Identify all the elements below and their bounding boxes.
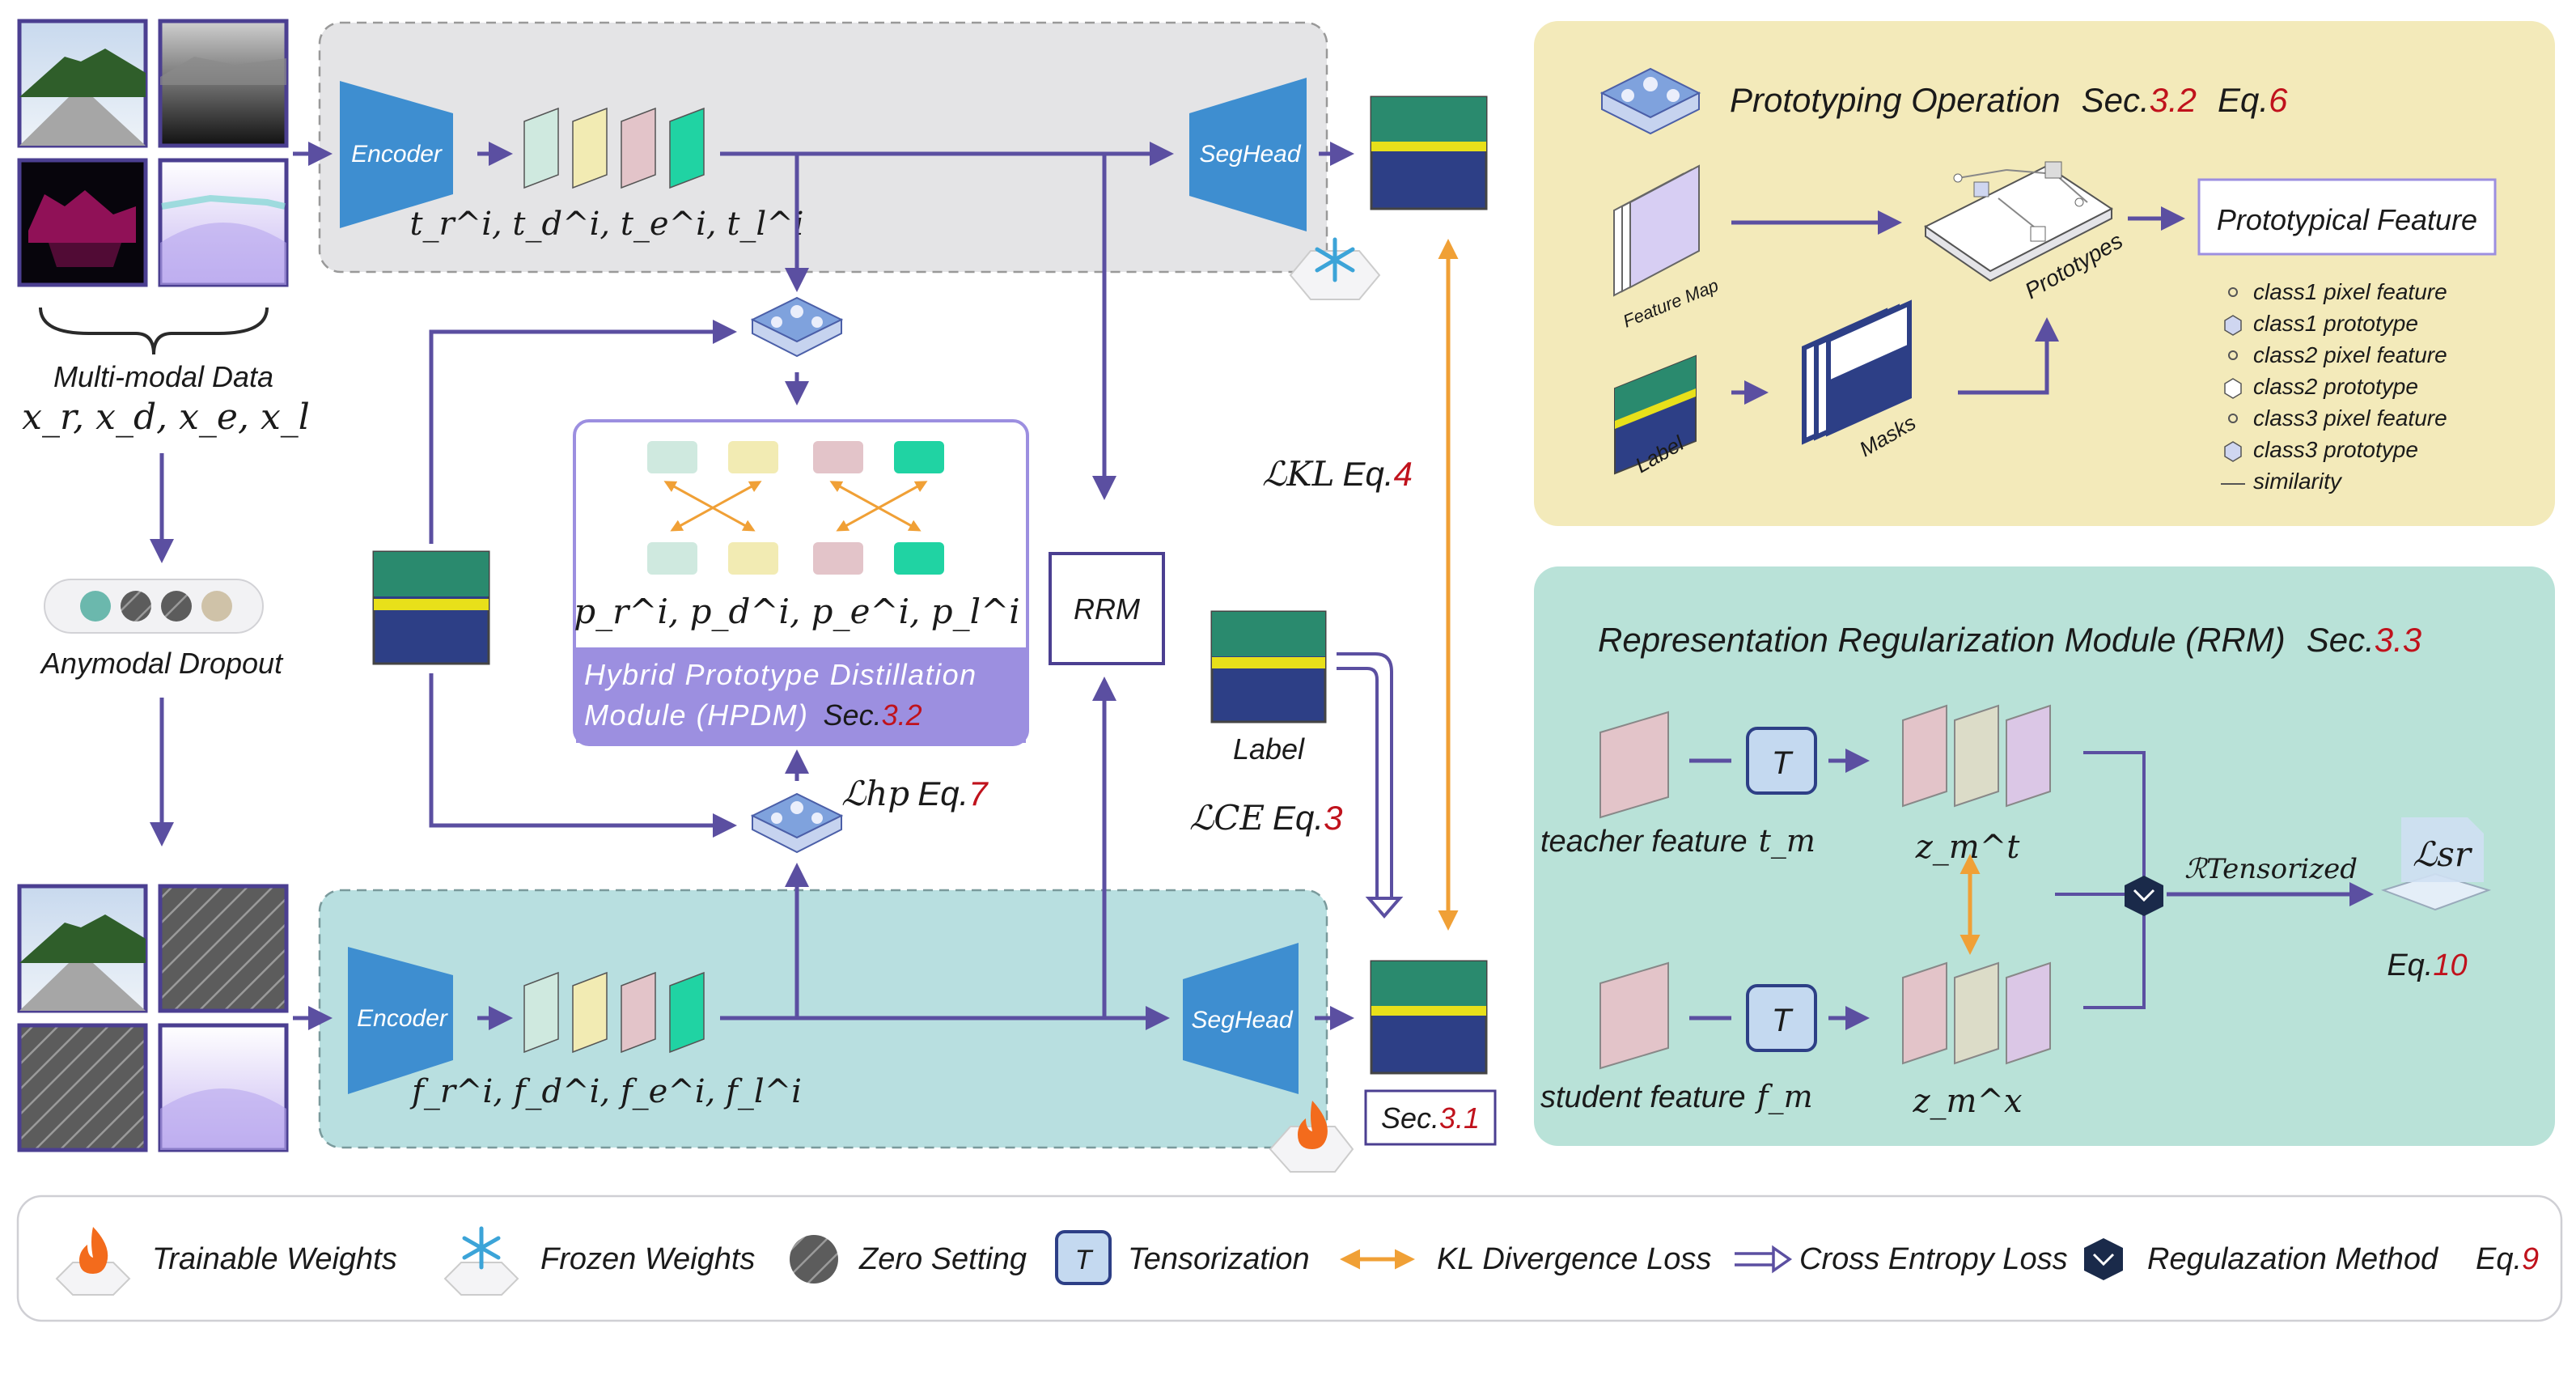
legend-class2-proto: class2 prototype	[2253, 374, 2418, 399]
hpdm-title-band	[576, 647, 1026, 743]
prototyping-panel-icon	[1599, 67, 1701, 135]
legend-kl: KL Divergence Loss	[1437, 1242, 1711, 1276]
legend-tensorization: Tensorization	[1128, 1242, 1310, 1276]
legend-class1-pixel: class1 pixel feature	[2253, 279, 2447, 304]
tensorization-block-student	[1746, 984, 1817, 1052]
student-feature-tile	[1599, 961, 1669, 1070]
teacher-encoder-label: Encoder	[351, 141, 443, 168]
rrm-panel-title: Representation Regularization Module (RR…	[1598, 621, 2421, 659]
snowflake-icon	[1289, 237, 1381, 300]
output-sec-box	[1364, 1089, 1497, 1146]
legend-ce: Cross Entropy Loss	[1799, 1242, 2068, 1276]
student-encoder	[348, 947, 453, 1094]
dropped-event-zero	[17, 1023, 148, 1152]
hpdm-title-line2: Module (HPDM)Sec.3.2	[584, 698, 922, 732]
student-seghead-label: SegHead	[1191, 1007, 1293, 1033]
brace	[39, 307, 269, 355]
student-feature-stack	[523, 971, 705, 1054]
legend-frozen: Frozen Weights	[540, 1242, 755, 1276]
prototypical-feature-box	[2197, 178, 2497, 256]
prototyping-block-icon-bottom	[750, 792, 844, 854]
tensorization-legend-icon	[1055, 1230, 1112, 1285]
student-output-map	[1370, 960, 1488, 1075]
proto-legend	[2221, 287, 2245, 485]
multimodal-data-label: Multi-modal Data	[53, 360, 273, 393]
teacher-feature-tile	[1599, 711, 1669, 819]
teacher-tensor-stack	[1902, 704, 2051, 808]
label-map-panel	[1614, 354, 1697, 475]
hpdm-title-line1: Hybrid Prototype Distillation	[584, 658, 977, 691]
ce-legend-arrow-icon	[1735, 1245, 1793, 1274]
legend-eq9: Eq.9	[2476, 1242, 2539, 1276]
legend-class3-proto: class3 prototype	[2253, 437, 2418, 462]
teacher-encoder	[340, 81, 453, 228]
regularization-legend-cube-icon	[2084, 1238, 2123, 1280]
tensorization-legend-t: T	[1075, 1245, 1094, 1275]
label-middle-text: Label	[1233, 732, 1305, 766]
regularization-cube-icon	[2125, 876, 2163, 916]
student-tensor-stack	[1902, 961, 2051, 1065]
masks-stack	[1802, 299, 1912, 445]
legend-class3-pixel: class3 pixel feature	[2253, 405, 2447, 431]
zero-setting-legend-icon	[790, 1235, 838, 1284]
input-rgb-image	[17, 19, 148, 148]
teacher-seghead	[1189, 78, 1307, 231]
flame-icon	[1269, 1101, 1354, 1173]
input-event-image	[17, 158, 148, 287]
label-map-left	[372, 550, 490, 665]
prototyping-block-icon-top	[750, 296, 844, 358]
student-features-math: f_r^i, f_d^i, f_e^i, f_l^i	[409, 1073, 802, 1110]
rrm-eq10: Eq.10	[2387, 948, 2467, 982]
reg-tensorized: ℛTensorized	[2184, 853, 2358, 885]
dropout-pill	[44, 579, 264, 634]
feature-map-stack	[1613, 164, 1700, 297]
legend-regularization: Regulazation Method	[2147, 1242, 2439, 1276]
lsr-math: ℒsr	[2413, 834, 2473, 874]
rrm-box	[1049, 552, 1165, 665]
prototype-space	[1924, 161, 2113, 282]
dropped-lidar-image	[158, 1023, 289, 1152]
lsr-badge	[2380, 817, 2492, 911]
label-map-middle	[1210, 610, 1327, 723]
frozen-legend-snowflake-icon	[443, 1226, 519, 1296]
teacher-features-math: t_r^i, t_d^i, t_e^i, t_l^i	[409, 206, 803, 243]
input-lidar-image	[158, 158, 289, 287]
legend-zero: Zero Setting	[858, 1242, 1027, 1276]
trainable-legend-flame-icon	[55, 1227, 131, 1296]
student-encoder-label: Encoder	[357, 1005, 448, 1032]
prototyping-panel	[1534, 21, 2555, 526]
ce-loss-arrow	[1337, 652, 1404, 919]
legend-bar	[16, 1194, 2563, 1322]
input-depth-image	[158, 19, 289, 148]
tensorization-student-t: T	[1772, 1003, 1794, 1038]
teacher-feature-stack	[523, 107, 705, 189]
tensorization-teacher-t: T	[1772, 745, 1794, 781]
hpdm-prototypes-math: p_r^i, p_d^i, p_e^i, p_l^i	[574, 592, 1019, 631]
legend-class2-pixel: class2 pixel feature	[2253, 342, 2447, 367]
legend-similarity: similarity	[2253, 469, 2343, 494]
teacher-output-map	[1370, 95, 1488, 210]
legend-class1-proto: class1 prototype	[2253, 311, 2418, 336]
rrm-box-label: RRM	[1074, 592, 1140, 626]
student-seghead	[1183, 943, 1299, 1094]
zt-math: z_m^t	[1915, 829, 2021, 866]
dropout-label: Anymodal Dropout	[40, 647, 284, 680]
multimodal-data-math: x_r, x_d, x_e, x_l	[22, 397, 310, 438]
dropped-depth-zero	[158, 884, 289, 1013]
zx-math: z_m^x	[1912, 1083, 2022, 1120]
tensorization-block-teacher	[1746, 727, 1817, 795]
hpdm-prototype-grid	[647, 441, 944, 575]
teacher-seghead-label: SegHead	[1199, 141, 1301, 168]
dropped-rgb-image	[17, 884, 148, 1013]
output-sec-text: Sec.3.1	[1381, 1101, 1480, 1135]
legend-trainable: Trainable Weights	[152, 1242, 397, 1276]
prototypical-feature-text: Prototypical Feature	[2217, 203, 2477, 236]
